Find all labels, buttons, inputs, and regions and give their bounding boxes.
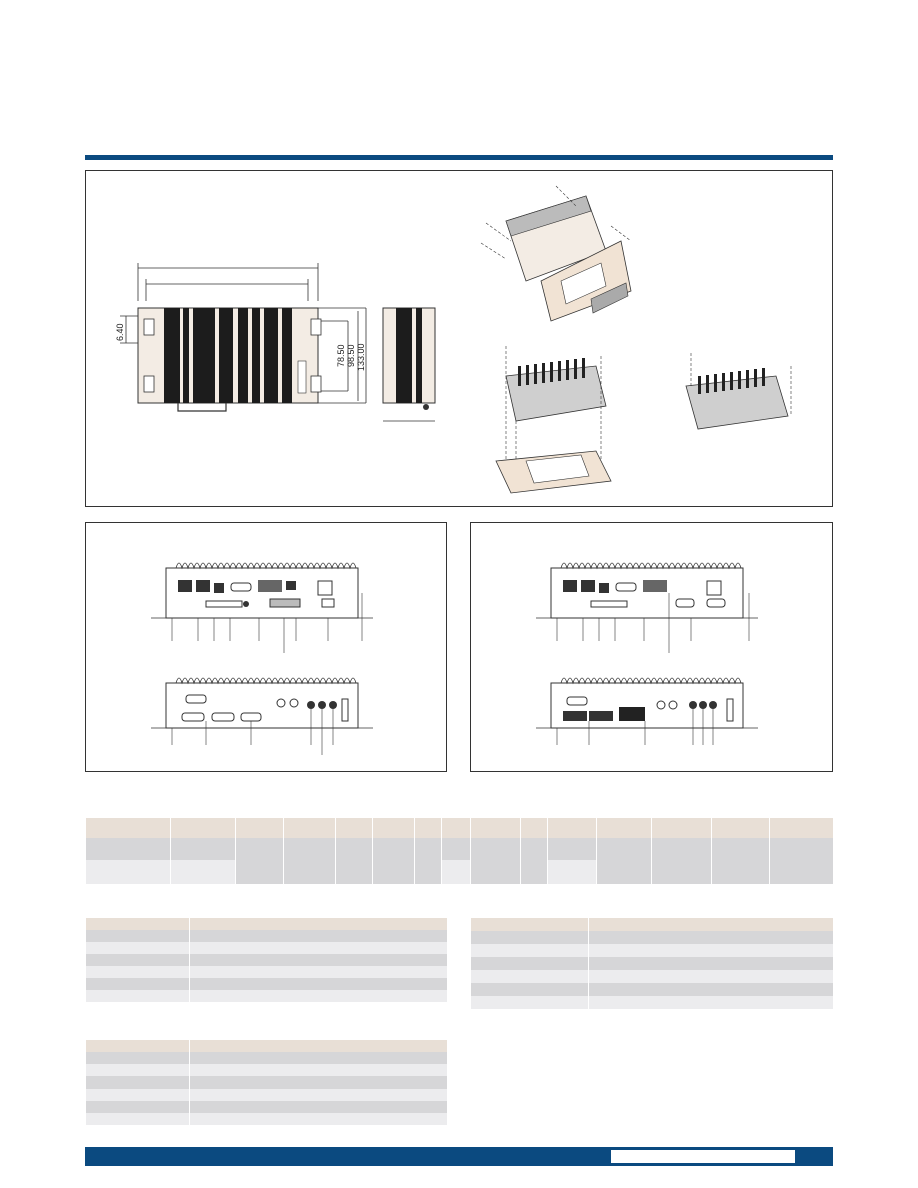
table-row — [85, 978, 447, 990]
table-row — [470, 970, 833, 983]
table-row — [85, 954, 447, 966]
io-panel-right — [470, 522, 833, 772]
table-row — [470, 931, 833, 944]
header-rule — [85, 155, 833, 160]
rear-io-view-right — [536, 677, 758, 745]
rear-io-view-left — [151, 677, 373, 755]
table-header-row — [470, 918, 833, 931]
table-row — [85, 1052, 447, 1065]
dim-height-2: 98.50 — [346, 344, 356, 367]
spec-table-2 — [470, 918, 833, 1009]
footer-label-box — [611, 1150, 795, 1163]
table-row — [470, 957, 833, 970]
table-row — [85, 990, 447, 1002]
table-header-row — [85, 918, 447, 930]
dim-left-offset: 6.40 — [115, 323, 125, 341]
table-row — [85, 942, 447, 954]
io-drawing-right — [536, 562, 758, 745]
table-row — [470, 996, 833, 1009]
io-drawing-left — [151, 562, 373, 755]
table-row — [85, 1112, 447, 1125]
ordering-table — [84, 818, 834, 884]
dimensions-panel: 6.40 78.50 98.50 133.00 — [85, 170, 833, 507]
vesa-mount-illustration — [685, 353, 792, 430]
table-row — [85, 1076, 447, 1089]
front-io-view-right — [536, 562, 758, 653]
front-io-view-left — [151, 562, 373, 653]
wall-mount-illustration — [480, 185, 632, 322]
table-row — [85, 966, 447, 978]
dimension-drawing: 6.40 78.50 98.50 133.00 — [115, 185, 792, 494]
table-row — [85, 930, 447, 942]
spec-table-3 — [85, 1040, 447, 1125]
table-row — [85, 1100, 447, 1113]
table-row — [470, 944, 833, 957]
dim-height-3: 133.00 — [356, 343, 366, 371]
table-header-row — [84, 818, 833, 838]
io-panel-left — [85, 522, 447, 772]
table-row — [85, 1088, 447, 1101]
table-row — [85, 1064, 447, 1077]
desk-mount-illustration — [495, 346, 612, 494]
table-row — [84, 860, 834, 884]
dim-height-1: 78.50 — [336, 344, 346, 367]
table-row — [84, 838, 833, 884]
table-row — [470, 983, 833, 996]
table-header-row — [85, 1040, 447, 1053]
spec-table-1 — [85, 918, 447, 1002]
